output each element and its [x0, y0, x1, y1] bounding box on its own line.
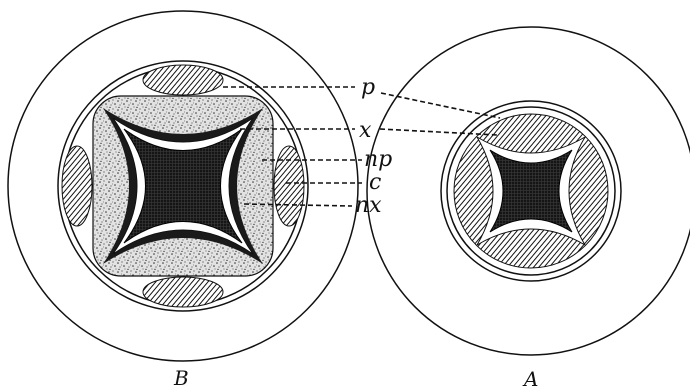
section-b [8, 11, 358, 361]
label-nx: nx [355, 193, 382, 218]
section-a [367, 27, 690, 355]
label-np: np [364, 147, 392, 172]
section-b-phloem-right [274, 146, 304, 226]
caption-b: B [173, 366, 189, 390]
section-b-phloem-top [143, 65, 223, 95]
label-c: c [369, 170, 381, 195]
caption-a: A [522, 367, 538, 391]
section-b-phloem-bottom [143, 277, 223, 307]
section-b-phloem-left [62, 146, 92, 226]
label-x: x [359, 118, 372, 143]
label-p: p [361, 75, 375, 100]
